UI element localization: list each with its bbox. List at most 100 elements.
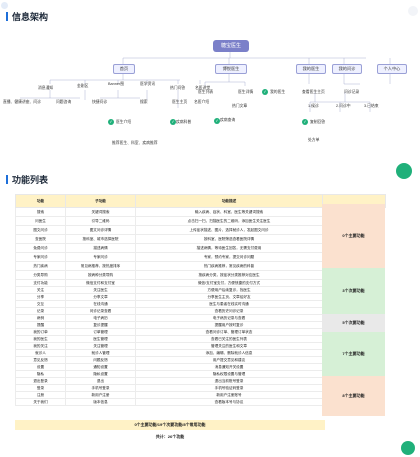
feature-cell: 设置 xyxy=(15,363,66,371)
subfeature-cell: 版本信息 xyxy=(65,398,136,406)
subfeature-cell: 医生管理 xyxy=(65,335,136,343)
tree-leaf: 名医介绍 xyxy=(194,100,210,104)
tree-leaf: 直播、健康讲座、问诊 xyxy=(3,100,41,104)
group-label: 3个次要功能 xyxy=(322,268,385,314)
feature-cell: 搜索 xyxy=(15,207,66,217)
tree-leaf: 处方单 xyxy=(308,138,320,142)
subfeature-cell: 在线沟通 xyxy=(65,300,136,308)
description-cell: 方便用户后续复诊，找医生 xyxy=(135,286,323,294)
tree-leaf: 2.问诊中 xyxy=(336,104,351,108)
summary-total: 共计：26个功能 xyxy=(155,434,185,439)
description-cell: 提醒用户按时复诊 xyxy=(135,321,323,329)
tree-leaf: 搜索 xyxy=(140,100,148,104)
tree-leaf: Banner图 xyxy=(108,82,125,86)
tree-leaf: 查看医生主页 xyxy=(302,90,325,94)
description-cell: 手机号验证码登录 xyxy=(135,384,323,392)
feature-cell: 注册 xyxy=(15,391,66,399)
tree-leaf: 医生详情 xyxy=(238,90,254,94)
tree-leaf: 问诊记录 xyxy=(344,90,360,94)
subfeature-cell: 引导二维码 xyxy=(65,216,136,226)
summary-main: 0个主要功能/19个次要功能/8个常用功能 xyxy=(15,420,325,430)
description-cell: 专家，预约专家，提交问诊问题 xyxy=(135,252,323,262)
tree-leaf: 问题咨询 xyxy=(56,100,72,104)
subfeature-cell: 通知设置 xyxy=(65,363,136,371)
description-cell: 隐私权限设置与管理 xyxy=(135,370,323,378)
tree-leaf: 医生列表 xyxy=(198,90,214,94)
description-cell: 点击扫一扫，扫描医生的二维码，添加医生关注医生 xyxy=(135,216,323,226)
tree-leaf: 复制回答 xyxy=(310,120,326,124)
tree-leaf: 我的医生 xyxy=(270,90,286,94)
subfeature-cell: 关注管理 xyxy=(65,342,136,350)
decor-dot xyxy=(1,2,8,9)
feature-cell: 专家问诊 xyxy=(15,252,66,262)
feature-cell: 提醒 xyxy=(15,321,66,329)
feature-cell: 我的医生 xyxy=(15,335,66,343)
check-icon: ✓ xyxy=(262,89,268,95)
subfeature-cell: 专家问诊 xyxy=(65,252,136,262)
feature-cell: 分类导购 xyxy=(15,270,66,280)
description-cell: 用户提交意见和建议 xyxy=(135,356,323,364)
description-cell: 查看历史问诊记录 xyxy=(135,307,323,315)
tree-node-profile: 个人中心 xyxy=(377,64,407,74)
subfeature-cell: 隐私设置 xyxy=(65,370,136,378)
check-icon: ✓ xyxy=(108,119,114,125)
description-cell: 查看问诊订单、管理订单状态 xyxy=(135,328,323,336)
description-cell: 新用户注册账号 xyxy=(135,391,323,399)
tree-leaf: 3.已结束 xyxy=(364,104,379,108)
tree-leaf: 热门问答 xyxy=(170,86,186,90)
feature-cell: 就诊人 xyxy=(15,349,66,357)
tree-leaf: 金刚区 xyxy=(77,84,89,88)
check-icon: ✓ xyxy=(170,119,176,125)
subfeature-cell: 问诊记录查看 xyxy=(65,307,136,315)
feature-cell: 关注 xyxy=(15,286,66,294)
description-cell: 电子病历记录与查看 xyxy=(135,314,323,322)
subfeature-cell: 分享文章 xyxy=(65,293,136,301)
feature-cell: 记录 xyxy=(15,307,66,315)
subfeature-cell: 新用户注册 xyxy=(65,391,136,399)
check-icon: ✓ xyxy=(302,119,308,125)
subfeature-cell: 常见病推荐，按热度排序 xyxy=(65,261,136,271)
tree-leaf: 消息通知 xyxy=(38,86,54,90)
description-cell: 消息通知开关设置 xyxy=(135,363,323,371)
description-cell: 微信/支付宝支付，方便快捷的支付方式 xyxy=(135,279,323,287)
description-cell: 分享医生主页、文章给好友 xyxy=(135,293,323,301)
subfeature-cell: 复诊提醒 xyxy=(65,321,136,329)
tree-node-consult: 我的问诊 xyxy=(332,64,362,74)
feature-cell: 图文问诊 xyxy=(15,225,66,235)
subfeature-cell: 按病种分类导购 xyxy=(65,270,136,280)
col-header-description: 功能描述 xyxy=(135,194,323,208)
tree-leaf: 推荐医生、科室、疾病推荐 xyxy=(112,141,158,145)
feature-cell: 意见反馈 xyxy=(15,356,66,364)
architecture-title: 信息架构 xyxy=(6,10,48,23)
description-cell: 查看版本号与协议 xyxy=(135,398,323,406)
tree-leaf: 医生主页 xyxy=(172,100,188,104)
description-cell: 按疾病分类，按症状分类推荐对应医生 xyxy=(135,270,323,280)
description-cell: 添加、编辑、删除就诊人信息 xyxy=(135,349,323,357)
decor-dot xyxy=(408,6,418,16)
description-cell: 描述病情，等待医生回答，无需支付费用 xyxy=(135,243,323,253)
tree-leaf: 热门文章 xyxy=(232,104,248,108)
subfeature-cell: 问题反馈 xyxy=(65,356,136,364)
subfeature-cell: 微信支付和支付宝 xyxy=(65,279,136,287)
feature-cell: 热门疾病 xyxy=(15,261,66,271)
table-row: 关于我们版本信息查看版本号与协议 xyxy=(15,398,386,406)
feature-cell: 查医院 xyxy=(15,234,66,244)
feature-cell: 交互 xyxy=(15,300,66,308)
subfeature-cell: 电子病历 xyxy=(65,314,136,322)
group-label: 0个主要功能 xyxy=(322,204,385,268)
tree-node-home: 首页 xyxy=(113,64,135,74)
description-cell: 热门疾病推荐，常见疾病的科普 xyxy=(135,261,323,271)
tree-leaf: 医学资讯 xyxy=(140,82,156,86)
tree-leaf: 疾病查询 xyxy=(220,118,236,122)
tree-leaf: 1.候诊 xyxy=(308,104,319,108)
feature-cell: 分享 xyxy=(15,293,66,301)
feature-cell: 免费问诊 xyxy=(15,243,66,253)
feature-cell: 病例 xyxy=(15,314,66,322)
description-cell: 退出当前账号登录 xyxy=(135,377,323,385)
feature-cell: 支付功能 xyxy=(15,279,66,287)
col-header-feature: 功能 xyxy=(15,194,66,208)
subfeature-cell: 图文问诊详情 xyxy=(65,225,136,235)
group-label: 7个主要功能 xyxy=(322,332,385,376)
subfeature-cell: 关键词搜索 xyxy=(65,207,136,217)
feature-cell: 登录 xyxy=(15,384,66,392)
